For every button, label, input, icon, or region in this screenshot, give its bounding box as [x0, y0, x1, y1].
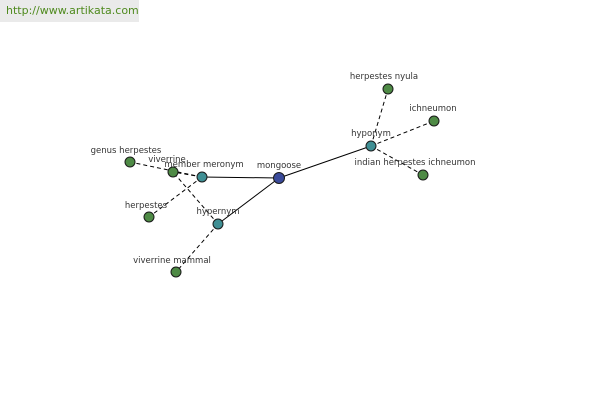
node-genus-herpestes[interactable]: [124, 156, 136, 168]
node-label-hyponym: hyponym: [351, 129, 391, 139]
url-bar: http://www.artikata.com: [0, 0, 139, 22]
node-indian-herpestes-ichneumon[interactable]: [417, 169, 429, 181]
node-viverrine[interactable]: [167, 166, 179, 178]
node-label-ichneumon: ichneumon: [409, 104, 456, 114]
labels-layer: mongoose hyponym hypernym member meronym her…: [91, 72, 476, 266]
node-ichneumon[interactable]: [428, 115, 440, 127]
node-label-genus-herpestes: genus herpestes: [91, 146, 162, 156]
node-label-viverrine-mammal: viverrine mammal: [133, 256, 211, 266]
edge-member-meronym-to-genus-herpestes: [129, 161, 203, 178]
edge-mongoose-to-hypernym: [217, 177, 280, 225]
edge-hypernym-to-viverrine: [172, 171, 219, 225]
edge-mongoose-to-member-meronym: [201, 176, 280, 179]
edge-mongoose-to-hyponym: [278, 145, 372, 179]
node-hypernym[interactable]: [212, 218, 224, 230]
node-herpestes[interactable]: [143, 211, 155, 223]
node-label-member-meronym: member meronym: [164, 160, 243, 170]
edge-hyponym-to-herpestes-nyula: [370, 88, 389, 147]
nodes-layer: [124, 83, 440, 278]
node-label-indian-herpestes-ichneumon: indian herpestes ichneumon: [355, 158, 476, 168]
node-hyponym[interactable]: [365, 140, 377, 152]
node-label-viverrine: viverrine: [148, 155, 185, 165]
url-link[interactable]: http://www.artikata.com: [6, 4, 139, 17]
node-herpestes-nyula[interactable]: [382, 83, 394, 95]
node-label-mongoose: mongoose: [257, 161, 301, 171]
node-member-meronym[interactable]: [196, 171, 208, 183]
node-label-herpestes: herpestes: [125, 201, 168, 211]
edge-hyponym-to-ichneumon: [370, 120, 435, 147]
edges-layer: [129, 88, 435, 273]
node-mongoose[interactable]: [273, 172, 285, 184]
edge-hypernym-to-viverrine-mammal: [175, 223, 219, 273]
node-viverrine-mammal[interactable]: [170, 266, 182, 278]
node-label-herpestes-nyula: herpestes nyula: [350, 72, 418, 82]
edge-hyponym-to-indian-herpestes-ichneumon: [370, 145, 424, 176]
node-label-hypernym: hypernym: [196, 207, 239, 217]
